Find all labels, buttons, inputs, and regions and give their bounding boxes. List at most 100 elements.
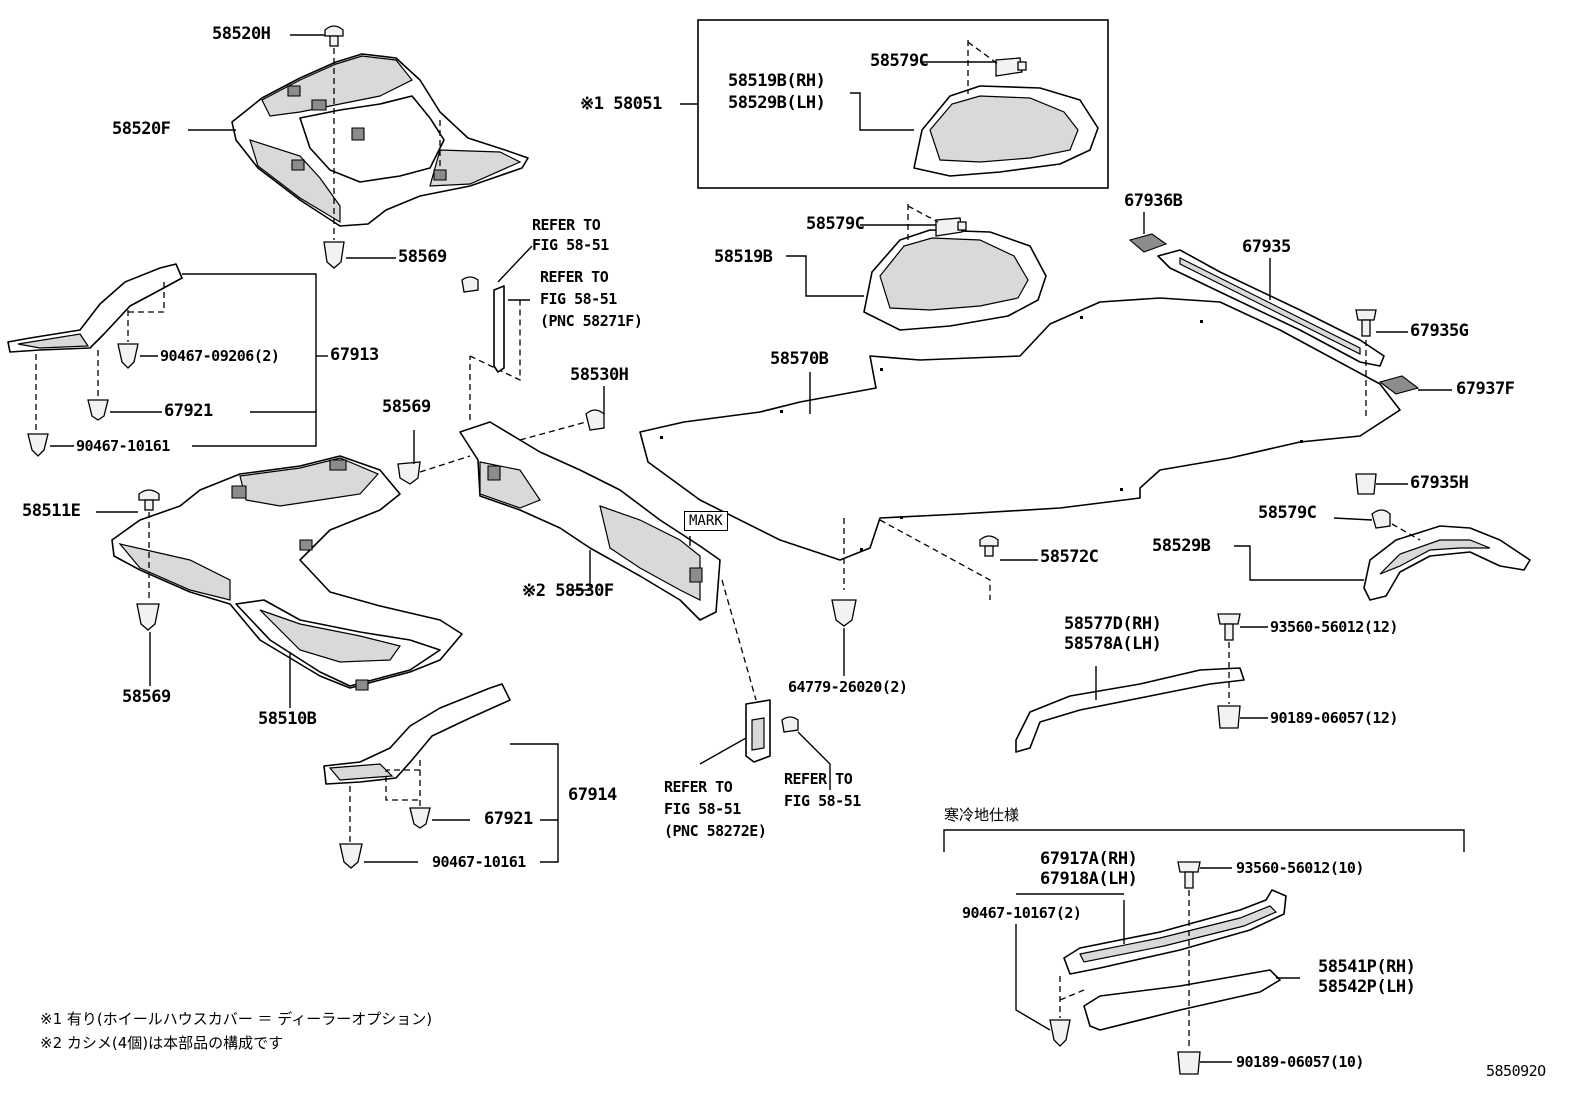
- cover-58541P: [1083, 969, 1281, 1031]
- footnote-1: ※1 有り(ホイールハウスカバー ＝ ディーラーオプション): [40, 1010, 433, 1028]
- bracket-ref-58271F: [493, 285, 505, 373]
- label-58530H: 58530H: [570, 365, 629, 385]
- label-67937F: 67937F: [1456, 379, 1515, 399]
- clip-ref-58272E: [781, 716, 799, 733]
- label-58579C-box: 58579C: [870, 51, 929, 71]
- bracket-ref-58272E: [745, 699, 771, 763]
- screw-93560-10: [1177, 861, 1201, 889]
- clip-58579C-box: [995, 57, 1027, 77]
- pad-67937F: [1378, 375, 1420, 395]
- ref3-line2: FIG 58-51: [664, 800, 741, 818]
- label-58578A: 58578A(LH): [1064, 634, 1162, 654]
- clip-90467-10161-b: [339, 843, 363, 869]
- rail-67935: [1157, 249, 1385, 367]
- label-58569-low: 58569: [122, 687, 171, 707]
- clip-67935G: [1355, 309, 1377, 337]
- ref2-line1: REFER TO: [540, 268, 609, 286]
- ref2-line3: (PNC 58271F): [540, 312, 643, 330]
- ref3-line3: (PNC 58272E): [664, 822, 767, 840]
- floor-sheet-58570B: [639, 297, 1401, 561]
- clip-58530H: [585, 409, 605, 431]
- label-90467-09206: 90467-09206(2): [160, 347, 280, 365]
- screw-93560-12: [1217, 613, 1241, 641]
- label-58529B: 58529B: [1152, 536, 1211, 556]
- label-58520F: 58520F: [112, 119, 171, 139]
- clip-90467-10167: [1049, 1019, 1071, 1047]
- cold-spec-bracket: [943, 829, 1465, 852]
- ref3-line1: REFER TO: [664, 778, 733, 796]
- label-67921-a: 67921: [164, 401, 213, 421]
- label-58569-top: 58569: [398, 247, 447, 267]
- label-64779-26020: 64779-26020(2): [788, 678, 908, 696]
- clip-90467-09206: [117, 343, 139, 369]
- label-58579C-mid: 58579C: [806, 214, 865, 234]
- label-90467-10167: 90467-10167(2): [962, 904, 1082, 922]
- label-58530F: ※2 58530F: [522, 581, 614, 601]
- nut-67935H: [1355, 473, 1377, 495]
- diagram-id: 585092O: [1486, 1062, 1546, 1080]
- rail-67917A: [1063, 889, 1287, 975]
- footnote-2: ※2 カシメ(4個)は本部品の構成です: [40, 1034, 284, 1052]
- label-58519B: 58519B: [714, 247, 773, 267]
- clip-58569-top: [323, 241, 345, 269]
- label-67936B: 67936B: [1124, 191, 1183, 211]
- label-90467-10161-a: 90467-10161: [76, 437, 170, 455]
- clip-67921-b: [409, 807, 431, 829]
- ref2-line2: FIG 58-51: [540, 290, 617, 308]
- pad-67936B: [1128, 233, 1168, 253]
- label-58529B-LH: 58529B(LH): [728, 93, 826, 113]
- ref4-line2: FIG 58-51: [784, 792, 861, 810]
- label-58572C: 58572C: [1040, 547, 1099, 567]
- wheelhouse-58519B: [863, 229, 1047, 331]
- ref1-line1: REFER TO: [532, 216, 601, 234]
- label-58542P: 58542P(LH): [1318, 977, 1416, 997]
- carpet-58520F: [231, 53, 529, 227]
- wheelhouse-cover-box: [913, 85, 1099, 177]
- cold-spec-label: 寒冷地仕様: [944, 806, 1020, 824]
- label-58520H: 58520H: [212, 24, 271, 44]
- clip-67921-a: [87, 399, 109, 421]
- label-58510B: 58510B: [258, 709, 317, 729]
- carpet-58510B: [111, 455, 463, 691]
- label-90189-06057-10: 90189-06057(10): [1236, 1053, 1364, 1071]
- label-58519B-RH: 58519B(RH): [728, 71, 826, 91]
- clip-58511E: [138, 489, 160, 511]
- ref1-line2: FIG 58-51: [532, 236, 609, 254]
- label-58051: ※1 58051: [580, 94, 662, 114]
- label-93560-56012-10: 93560-56012(10): [1236, 859, 1364, 877]
- rail-58577D: [1015, 667, 1245, 753]
- clip-ref-top: [461, 276, 479, 293]
- clip-58569-mid: [397, 461, 421, 485]
- scuff-plate-67914: [323, 683, 511, 785]
- clip-58579C-right: [1371, 509, 1391, 529]
- label-90189-06057-12: 90189-06057(12): [1270, 709, 1398, 727]
- label-67935: 67935: [1242, 237, 1291, 257]
- label-58570B: 58570B: [770, 349, 829, 369]
- clip-58520H: [324, 25, 344, 47]
- wheelhouse-58529B: [1363, 525, 1531, 601]
- label-67914: 67914: [568, 785, 617, 805]
- label-67921-b: 67921: [484, 809, 533, 829]
- mark-box: MARK: [684, 511, 728, 531]
- label-58541P: 58541P(RH): [1318, 957, 1416, 977]
- clip-58579C-mid: [935, 217, 967, 237]
- label-67917A: 67917A(RH): [1040, 849, 1138, 869]
- scuff-plate-67913: [7, 263, 183, 353]
- nut-90189-10: [1177, 1051, 1201, 1075]
- label-93560-56012-12: 93560-56012(12): [1270, 618, 1398, 636]
- label-67918A: 67918A(LH): [1040, 869, 1138, 889]
- label-67935G: 67935G: [1410, 321, 1469, 341]
- leader-lines: [50, 34, 1452, 1063]
- bracket-58530F: [459, 421, 721, 621]
- clip-58569-low: [136, 603, 160, 631]
- label-67913: 67913: [330, 345, 379, 365]
- nut-90189-12: [1217, 705, 1241, 729]
- clip-64779-26020: [831, 599, 857, 627]
- label-58511E: 58511E: [22, 501, 81, 521]
- label-67935H: 67935H: [1410, 473, 1469, 493]
- clip-90467-10161-a: [27, 433, 49, 457]
- ref4-line1: REFER TO: [784, 770, 853, 788]
- label-58569-mid: 58569: [382, 397, 431, 417]
